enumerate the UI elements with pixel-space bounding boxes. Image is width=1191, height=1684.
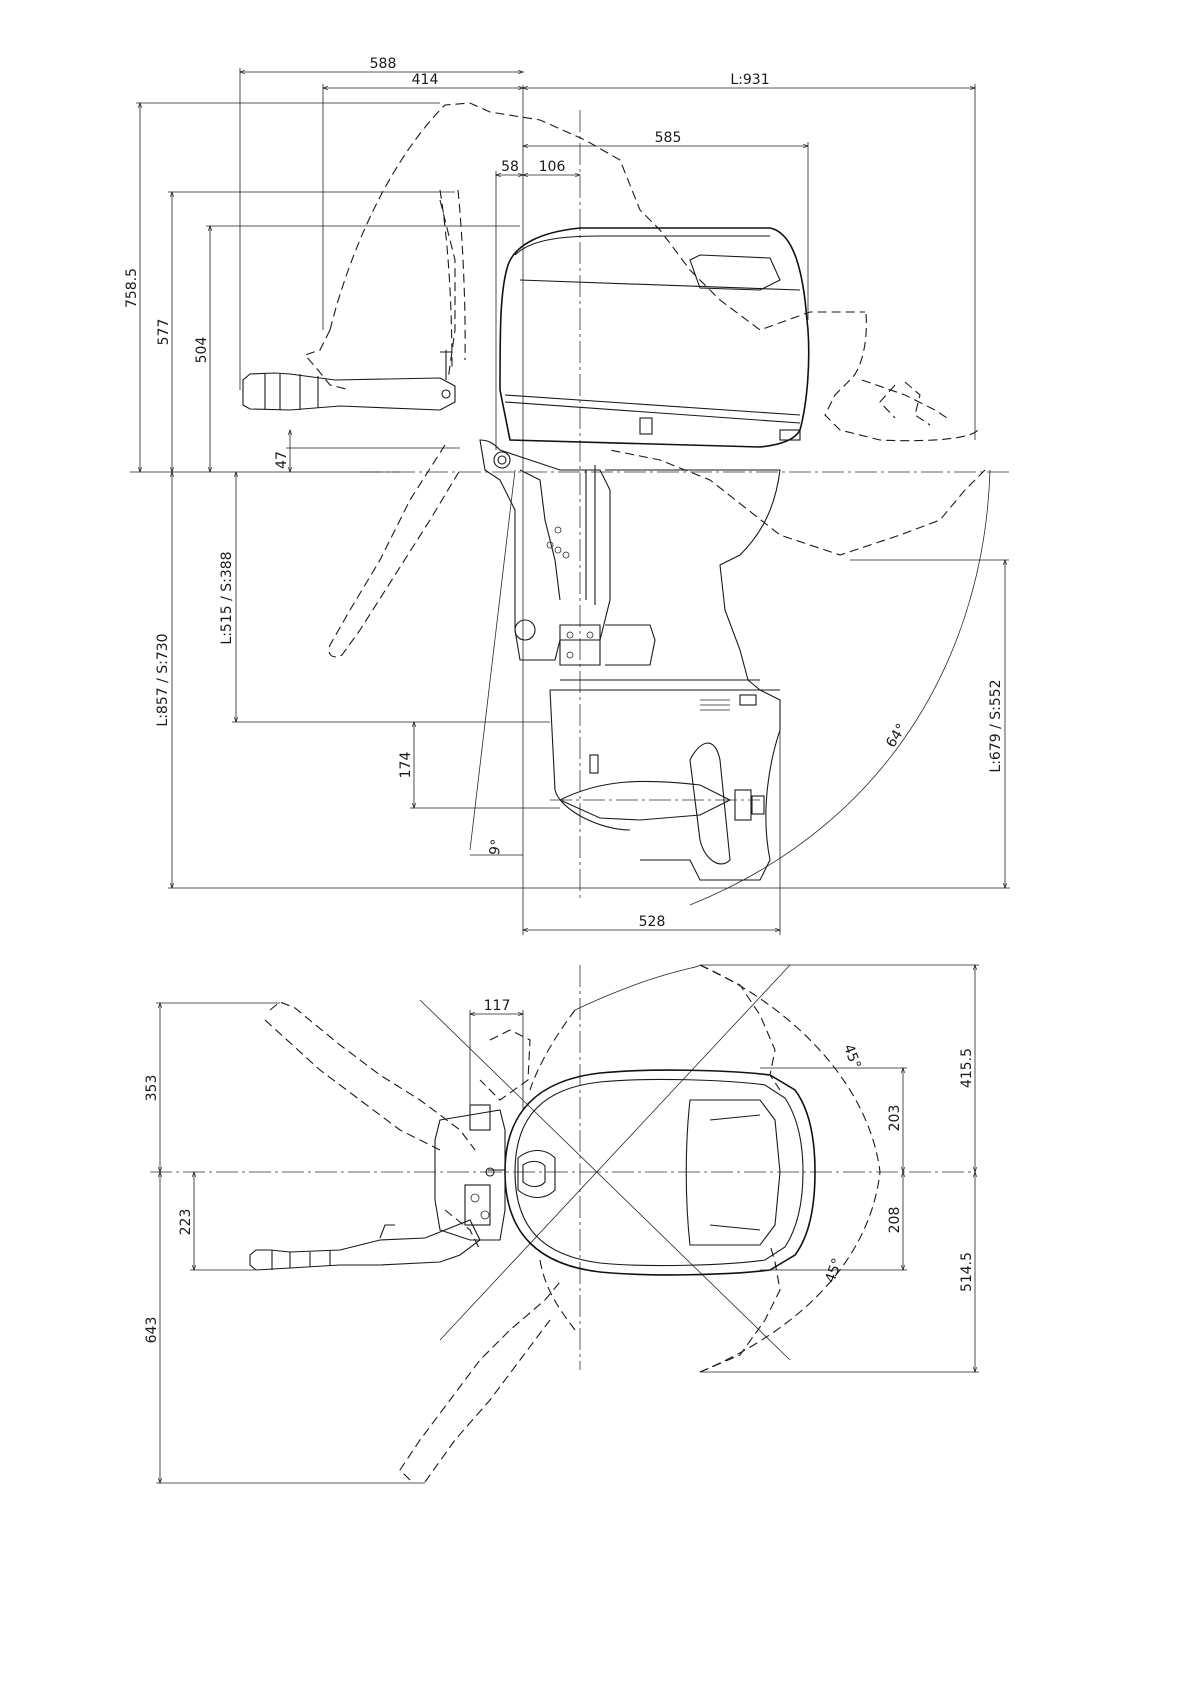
engine-cowling (500, 228, 809, 447)
dim-643: 643 (144, 1317, 160, 1344)
dim-588: 588 (370, 56, 397, 72)
dim-758-5: 758.5 (124, 268, 140, 308)
dim-208: 208 (887, 1207, 903, 1234)
dim-174: 174 (398, 752, 414, 779)
dim-504: 504 (194, 337, 210, 364)
dim-58: 58 (501, 159, 519, 175)
lower-unit (550, 470, 780, 880)
dim-679-552: L:679 / S:552 (988, 679, 1004, 772)
tiller-ghost-upper (265, 1002, 475, 1150)
dim-585: 585 (655, 130, 682, 146)
dim-47: 47 (274, 451, 290, 469)
dim-857-730: L:857 / S:730 (155, 633, 171, 726)
tilt-arc (690, 470, 990, 905)
dim-931: L:931 (730, 72, 769, 88)
side-view: 588 414 L:931 585 58 106 758.5 577 504 4… (124, 56, 1010, 935)
tilted-tiller-ghost (329, 445, 460, 657)
dim-203: 203 (887, 1105, 903, 1132)
dim-528: 528 (639, 914, 666, 930)
cowling-top (505, 1070, 815, 1275)
dim-415-5: 415.5 (959, 1048, 975, 1088)
dim-514-5: 514.5 (959, 1252, 975, 1292)
tiller-ghost-lower (400, 1282, 560, 1482)
tiller-arm (243, 190, 455, 410)
dim-64-deg: 64° (883, 721, 910, 751)
tiller-top (250, 1105, 505, 1270)
dim-223: 223 (178, 1209, 194, 1236)
dim-117: 117 (484, 998, 511, 1014)
dim-106: 106 (539, 159, 566, 175)
dim-577: 577 (156, 319, 172, 346)
top-view: 117 353 223 643 203 208 415.5 514.5 45° … (144, 965, 979, 1483)
dim-414: 414 (412, 72, 439, 88)
dim-515-388: L:515 / S:388 (219, 551, 235, 644)
swing-arc (700, 965, 880, 1372)
tilted-engine-outline (330, 103, 985, 555)
dim-353: 353 (144, 1075, 160, 1102)
mounting-bracket (480, 440, 655, 665)
dim-45-deg-upper: 45° (840, 1042, 864, 1071)
dim-45-deg-lower: 45° (822, 1256, 846, 1285)
dim-9-deg: 9° (487, 838, 506, 856)
